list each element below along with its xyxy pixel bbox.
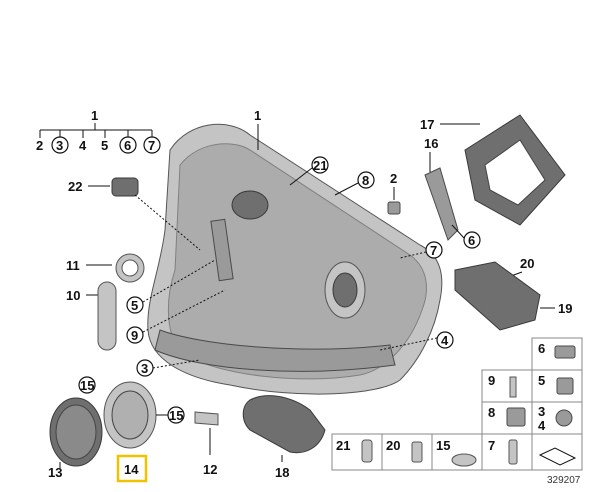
callout-7-circle-main xyxy=(425,241,443,259)
callout-6-circle xyxy=(119,136,137,154)
armrest-part-18 xyxy=(242,395,326,454)
callout-16[interactable]: 16 xyxy=(424,136,438,151)
grid-part-9 xyxy=(509,376,517,398)
grid-callout-21[interactable]: 21 xyxy=(336,438,350,453)
grid-callout-8[interactable]: 8 xyxy=(488,405,495,420)
module-part-20 xyxy=(454,261,541,331)
grid-part-7 xyxy=(508,439,518,465)
callout-6-group[interactable]: 6 xyxy=(124,138,131,153)
callout-7-group[interactable]: 7 xyxy=(148,138,155,153)
reference-number: 329207 xyxy=(547,475,581,486)
callout-15b[interactable]: 15 xyxy=(169,408,183,423)
grid-part-15 xyxy=(451,453,477,467)
grid-callout-4[interactable]: 4 xyxy=(538,418,546,433)
grid-callout-6[interactable]: 6 xyxy=(538,341,545,356)
callout-8[interactable]: 8 xyxy=(362,173,369,188)
grid-part-5 xyxy=(556,377,574,395)
callout-2-clip[interactable]: 2 xyxy=(390,171,397,186)
callout-7-circle xyxy=(143,136,161,154)
callout-5-main[interactable]: 5 xyxy=(131,298,138,313)
callout-21-circle xyxy=(311,156,329,174)
callout-3-group[interactable]: 3 xyxy=(56,138,63,153)
grid-part-20 xyxy=(411,441,423,463)
callout-10[interactable]: 10 xyxy=(66,288,80,303)
callout-21[interactable]: 21 xyxy=(313,158,327,173)
callout-1-panel[interactable]: 1 xyxy=(254,108,261,123)
grid-part-3-4 xyxy=(555,409,573,427)
callout-12[interactable]: 12 xyxy=(203,462,217,477)
callout-5-group[interactable]: 5 xyxy=(101,138,108,153)
callout-6-circle-main xyxy=(463,231,481,249)
callout-5-circle xyxy=(126,296,144,314)
grid-part-8 xyxy=(506,407,526,427)
callout-9[interactable]: 9 xyxy=(131,328,138,343)
grid-callout-9[interactable]: 9 xyxy=(488,373,495,388)
handle-part-10 xyxy=(97,281,117,351)
callout-4-group[interactable]: 4 xyxy=(79,138,87,153)
callout-19[interactable]: 19 xyxy=(558,301,572,316)
bracket-part-12 xyxy=(194,411,219,426)
callout-2-group[interactable]: 2 xyxy=(36,138,43,153)
highlight-box-14 xyxy=(116,454,148,483)
bracket-part-16 xyxy=(424,167,459,241)
callout-18[interactable]: 18 xyxy=(275,465,289,480)
grid-callout-7[interactable]: 7 xyxy=(488,438,495,453)
grid-part-clip xyxy=(538,447,577,466)
callout-17[interactable]: 17 xyxy=(420,117,434,132)
callout-4-main[interactable]: 4 xyxy=(441,333,449,348)
callout-1-group[interactable]: 1 xyxy=(91,108,98,123)
clip-part-2 xyxy=(387,201,401,215)
callout-13[interactable]: 13 xyxy=(48,465,62,480)
callout-9-circle xyxy=(126,326,144,344)
callout-11[interactable]: 11 xyxy=(66,258,80,273)
grid-callout-15[interactable]: 15 xyxy=(436,438,450,453)
callout-22[interactable]: 22 xyxy=(68,179,82,194)
callout-7-main[interactable]: 7 xyxy=(430,243,437,258)
callout-14[interactable]: 14 xyxy=(124,462,139,477)
callout-15a-circle xyxy=(78,376,96,394)
callout-3-circle xyxy=(51,136,69,154)
callout-15a[interactable]: 15 xyxy=(80,378,94,393)
callout-4-circle xyxy=(436,331,454,349)
grid-callout-3[interactable]: 3 xyxy=(538,404,545,419)
callout-8-circle xyxy=(357,171,375,189)
callout-3-main[interactable]: 3 xyxy=(141,361,148,376)
grid-part-6 xyxy=(554,345,576,359)
group-bracket-1: 1 2 3 4 5 6 7 xyxy=(36,108,161,154)
switch-part-22 xyxy=(111,177,139,197)
door-trim-panel xyxy=(147,123,443,395)
grid-callout-20[interactable]: 20 xyxy=(386,438,400,453)
small-parts-grid: 6 9 5 8 3 4 21 20 15 7 xyxy=(331,337,583,471)
grid-callout-5[interactable]: 5 xyxy=(538,373,545,388)
grid-part-21 xyxy=(361,439,373,463)
callout-20[interactable]: 20 xyxy=(520,256,534,271)
callout-6-main[interactable]: 6 xyxy=(468,233,475,248)
